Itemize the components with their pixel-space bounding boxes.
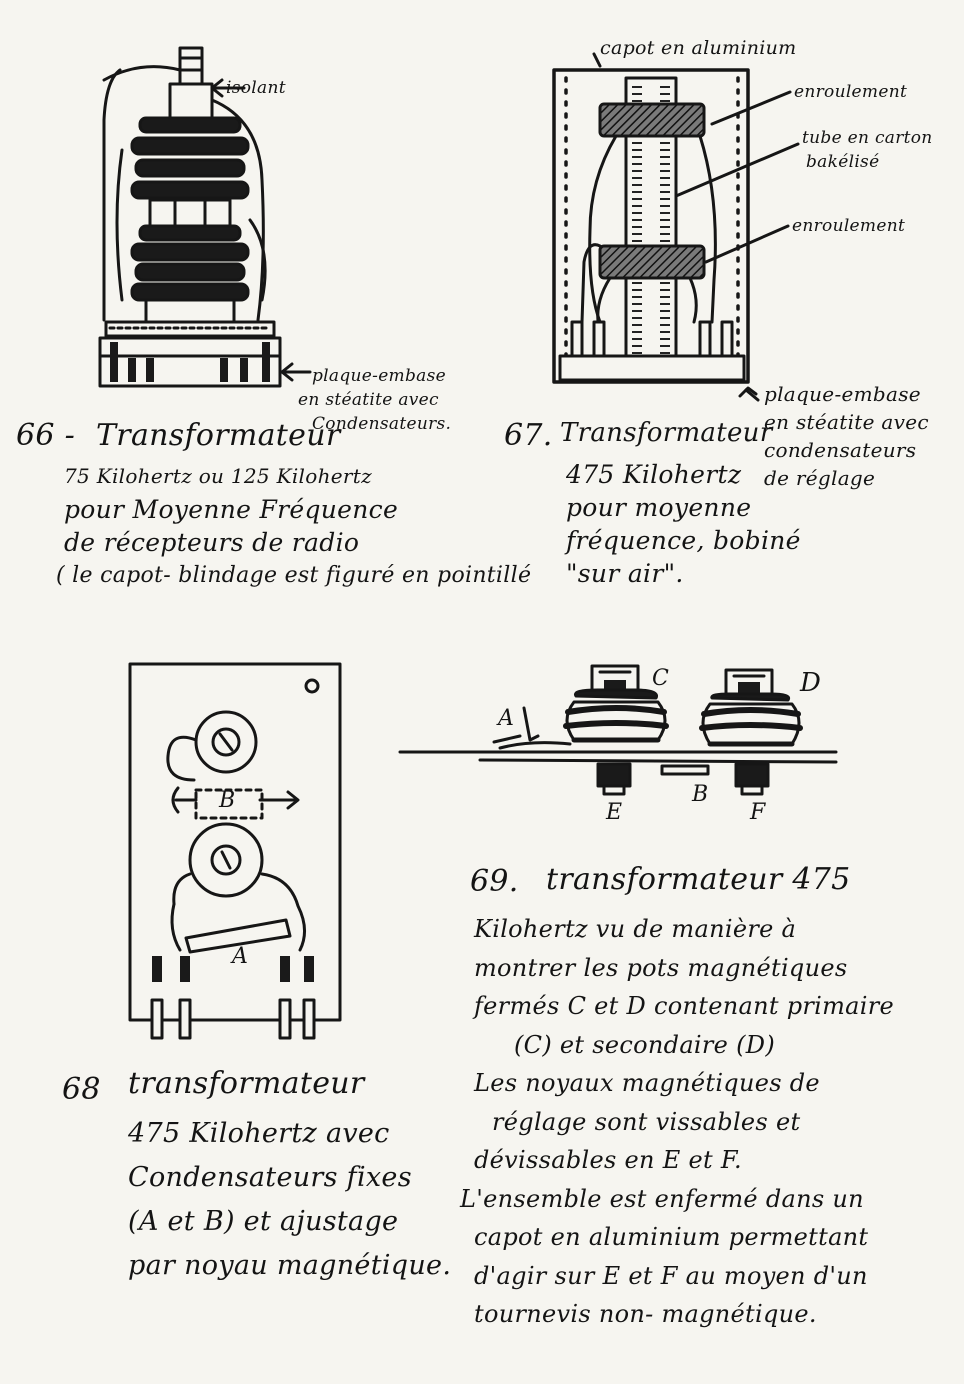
fig66-caption: 75 Kilohertz ou 125 Kilohertz pour Moyen… [56,460,531,592]
fig68-label-A: A [232,944,249,969]
fig67-label-tube: tube en carton bakélisé [802,126,933,174]
fig69-label-C: C [652,666,670,691]
fig68-label-B: B [219,788,236,813]
fig68-caption-line: Condensateurs fixes [128,1162,412,1193]
fig68-caption-line: (A et B) et ajustage [128,1206,399,1237]
fig69-label-F: F [750,800,766,825]
fig67-label-tube-line: tube en carton [802,128,933,148]
fig69-label-D: D [800,668,822,698]
fig66-caption-line: ( le capot- blindage est figuré en point… [56,563,532,588]
fig69-title: transformateur 475 [546,862,851,897]
fig67-transformer-drawing [552,52,800,402]
fig69-caption-line: (C) et secondaire (D) [514,1030,775,1059]
fig69-number: 69. [470,864,519,899]
fig69-label-E: E [606,800,623,825]
fig67-caption: 475 Kilohertz pour moyenne fréquence, bo… [566,458,801,590]
fig66-caption-line: pour Moyenne Fréquence [64,495,399,524]
fig69-transformer-drawing [398,664,838,796]
fig68-caption: 475 Kilohertz avec Condensateurs fixes (… [128,1112,451,1288]
fig67-caption-line: "sur air". [566,559,684,588]
fig69-label-A: A [498,706,515,731]
fig66-caption-line: 75 Kilohertz ou 125 Kilohertz [64,464,372,488]
fig67-label-enroulement-top: enroulement [794,82,908,102]
fig67-label-tube-line: bakélisé [806,152,880,172]
fig66-label-isolant: isolant [226,78,286,98]
fig69-caption: Kilohertz vu de manière à montrer les po… [460,910,895,1334]
fig67-number: 67. [504,418,553,453]
fig67-caption-line: 475 Kilohertz [566,460,742,489]
fig68-title: transformateur [128,1066,365,1101]
fig67-label-plaque-line: en stéatite avec [764,410,929,434]
fig66-label-plaque-line: Condensateurs. [312,414,452,434]
fig66-caption-line: de récepteurs de radio [64,528,360,557]
fig69-caption-line: d'agir sur E et F au moyen d'un [474,1261,868,1290]
fig69-caption-line: montrer les pots magnétiques [474,953,848,982]
fig68-transformer-drawing [128,662,342,1040]
fig69-caption-line: fermés C et D contenant primaire [474,992,895,1020]
fig66-title: Transformateur [96,418,341,453]
fig68-number: 68 [62,1072,101,1107]
fig66-number: 66 - [16,418,76,453]
fig66-transformer-drawing [98,46,312,388]
fig67-label-plaque-line: condensateurs [764,438,917,462]
fig69-caption-line: capot en aluminium permettant [474,1223,869,1251]
fig67-caption-line: fréquence, bobiné [566,526,801,555]
fig67-title: Transformateur [560,418,773,448]
fig67-label-plaque: plaque-embase en stéatite avec condensat… [764,380,929,492]
fig69-caption-line: Les noyaux magnétiques de [474,1069,820,1097]
fig66-label-plaque-line: plaque-embase [312,366,446,386]
fig68-caption-line: par noyau magnétique. [128,1250,452,1281]
fig69-caption-line: Kilohertz vu de manière à [474,915,797,943]
fig69-caption-line: dévissables en E et F. [474,1146,742,1174]
fig66-label-plaque: plaque-embase en stéatite avec Condensat… [298,364,452,436]
fig67-label-plaque-line: plaque-embase [764,382,921,406]
fig67-label-enroulement-bottom: enroulement [792,216,906,236]
fig66-label-plaque-line: en stéatite avec [298,390,439,410]
fig69-caption-line: tournevis non- magnétique. [474,1300,817,1328]
fig67-label-plaque-line: de réglage [764,466,876,490]
fig67-caption-line: pour moyenne [566,493,752,522]
fig68-caption-line: 475 Kilohertz avec [128,1118,390,1149]
fig69-label-B: B [692,782,709,807]
fig67-label-capot: capot en aluminium [600,37,797,59]
fig69-caption-line: réglage sont vissables et [492,1107,801,1136]
fig69-caption-line: L'ensemble est enfermé dans un [460,1184,864,1213]
